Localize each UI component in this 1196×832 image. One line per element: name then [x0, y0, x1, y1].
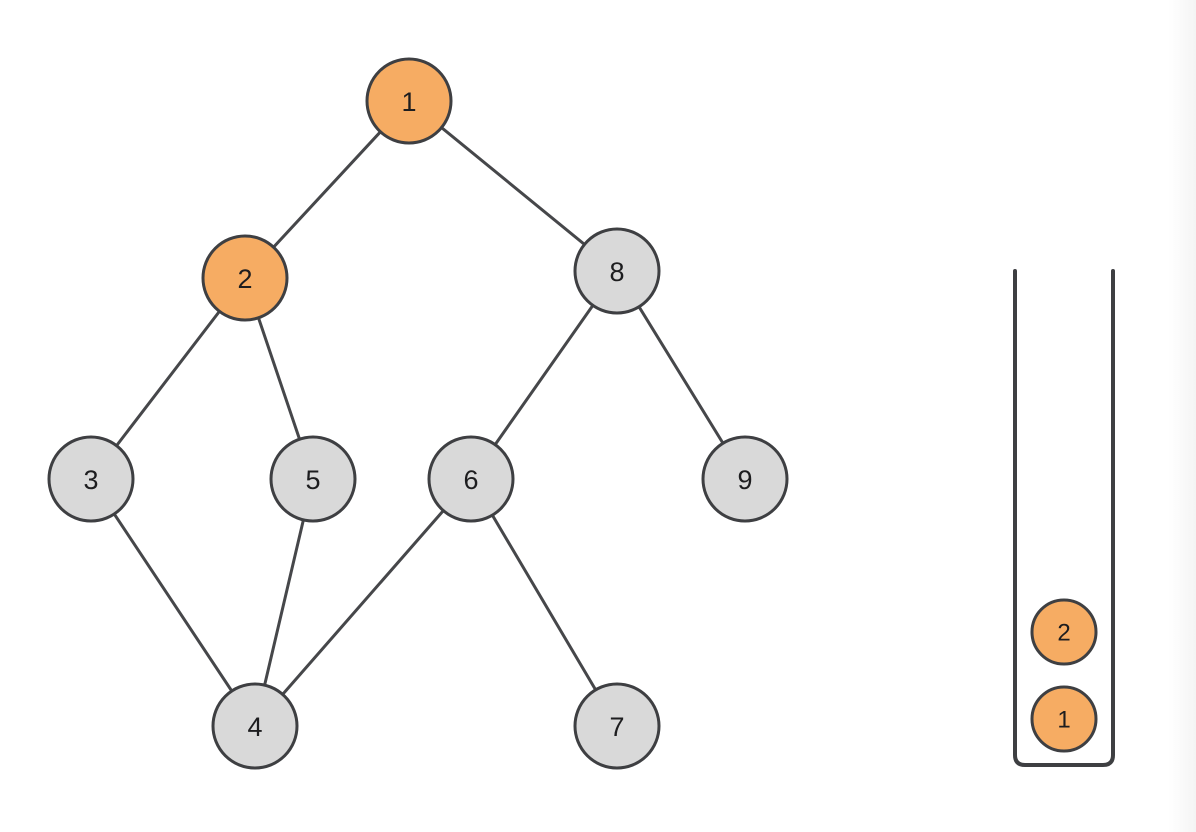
graph-node-circle-5[interactable] [269, 435, 357, 523]
graph-node-label-9: 9 [737, 465, 752, 495]
graph-node-label-8: 8 [609, 257, 624, 287]
stack-item-1[interactable]: 1 [1030, 685, 1098, 753]
stack-item-label-1: 1 [1057, 707, 1070, 734]
graph-node-circle-9[interactable] [701, 435, 789, 523]
graph-node-circle-8[interactable] [573, 227, 661, 315]
graph-node-circle-7[interactable] [573, 682, 661, 770]
graph-node-label-4: 4 [247, 712, 262, 742]
graph-node-circle-4[interactable] [211, 682, 299, 770]
graph-edge-6-4 [253, 477, 473, 728]
graph-node-label-6: 6 [463, 465, 478, 495]
graph-node-label-5: 5 [305, 465, 320, 495]
graph-node-8[interactable]: 8 [573, 227, 661, 315]
graph-node-2[interactable]: 2 [201, 234, 289, 322]
graph-node-1[interactable]: 1 [365, 57, 453, 145]
graph-node-circle-3[interactable] [47, 435, 135, 523]
graph-edge-1-8 [407, 99, 619, 273]
graph-node-label-2: 2 [237, 264, 252, 294]
graph-node-6[interactable]: 6 [427, 435, 515, 523]
graph-node-7[interactable]: 7 [573, 682, 661, 770]
edge-layer [89, 99, 747, 728]
graph-node-label-3: 3 [83, 465, 98, 495]
stack-container [1013, 269, 1115, 767]
stack-item-2[interactable]: 2 [1030, 598, 1098, 666]
stack-item-circle-2[interactable] [1030, 598, 1098, 666]
graph-node-4[interactable]: 4 [211, 682, 299, 770]
stack-item-circle-1[interactable] [1030, 685, 1098, 753]
graph-node-5[interactable]: 5 [269, 435, 357, 523]
graph-edge-6-7 [469, 477, 619, 728]
graph-node-3[interactable]: 3 [47, 435, 135, 523]
graph-node-circle-2[interactable] [201, 234, 289, 322]
stack-item-label-2: 2 [1057, 620, 1070, 647]
graph-node-9[interactable]: 9 [701, 435, 789, 523]
graph-edge-3-4 [89, 477, 257, 728]
graph-node-circle-6[interactable] [427, 435, 515, 523]
graph-node-label-7: 7 [609, 712, 624, 742]
graph-node-circle-1[interactable] [365, 57, 453, 145]
stack-layer: 21 [1013, 269, 1115, 767]
node-layer: 1 2 3 4 5 6 7 8 9 [47, 57, 789, 770]
graph-node-label-1: 1 [401, 87, 416, 117]
